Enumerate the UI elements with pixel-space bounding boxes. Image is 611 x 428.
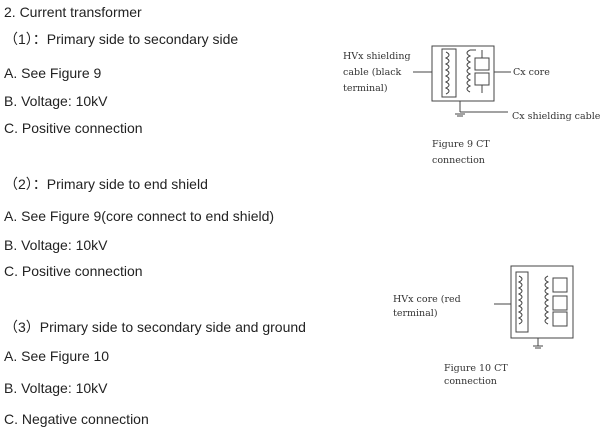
figure10-winding-3 <box>552 311 568 327</box>
figure9-hvx-label-line2: cable (black <box>343 67 402 78</box>
figure9-hvx-label-line1: HVx shielding <box>343 51 411 62</box>
figure10-secondary-coil <box>544 275 550 325</box>
figure9-winding-2 <box>474 72 490 86</box>
section-heading: 2. Current transformer <box>4 4 142 20</box>
part3-item-c: C. Negative connection <box>4 411 149 427</box>
figure10-winding-2 <box>552 295 568 311</box>
part2-item-c: C. Positive connection <box>4 263 143 279</box>
part1-title: （1）：Primary side to secondary side <box>4 31 239 47</box>
figure10-hvx-label-line2: terminal) <box>393 308 438 319</box>
figure9-primary-box <box>441 48 457 98</box>
figure9-cx-shield-label: Cx shielding cable <box>512 111 601 122</box>
part1-item-c: C. Positive connection <box>4 120 143 136</box>
figure9-caption-line1: Figure 9 CT <box>432 139 490 150</box>
figure10-winding-1 <box>552 277 568 293</box>
part1-item-a: A. See Figure 9 <box>4 65 102 81</box>
figure10-caption-line1: Figure 10 CT <box>444 363 508 374</box>
figure10-frame <box>510 265 574 339</box>
part2-item-b: B. Voltage: 10kV <box>4 237 108 253</box>
figure10-hvx-label-line1: HVx core (red <box>393 294 461 305</box>
figure9-frame <box>431 45 495 102</box>
figure10-primary-box <box>515 271 529 333</box>
figure10-primary-coil <box>517 275 523 325</box>
part3-item-b: B. Voltage: 10kV <box>4 380 108 396</box>
part2-item-a: A. See Figure 9(core connect to end shie… <box>4 208 275 224</box>
figure9-caption-line2: connection <box>432 155 485 166</box>
figure9-winding-1 <box>474 57 490 71</box>
part1-item-b: B. Voltage: 10kV <box>4 93 108 109</box>
figure9-primary-coil <box>444 51 450 95</box>
figure9-secondary-coil <box>466 49 472 93</box>
figure9-hvx-label-line3: terminal) <box>343 83 388 94</box>
figure10-caption-line2: connection <box>444 376 497 387</box>
part3-item-a: A. See Figure 10 <box>4 348 110 364</box>
part2-title: （2）：Primary side to end shield <box>4 176 208 192</box>
figure9-cx-core-label: Cx core <box>513 67 550 78</box>
part3-title: （3）Primary side to secondary side and gr… <box>4 319 306 335</box>
